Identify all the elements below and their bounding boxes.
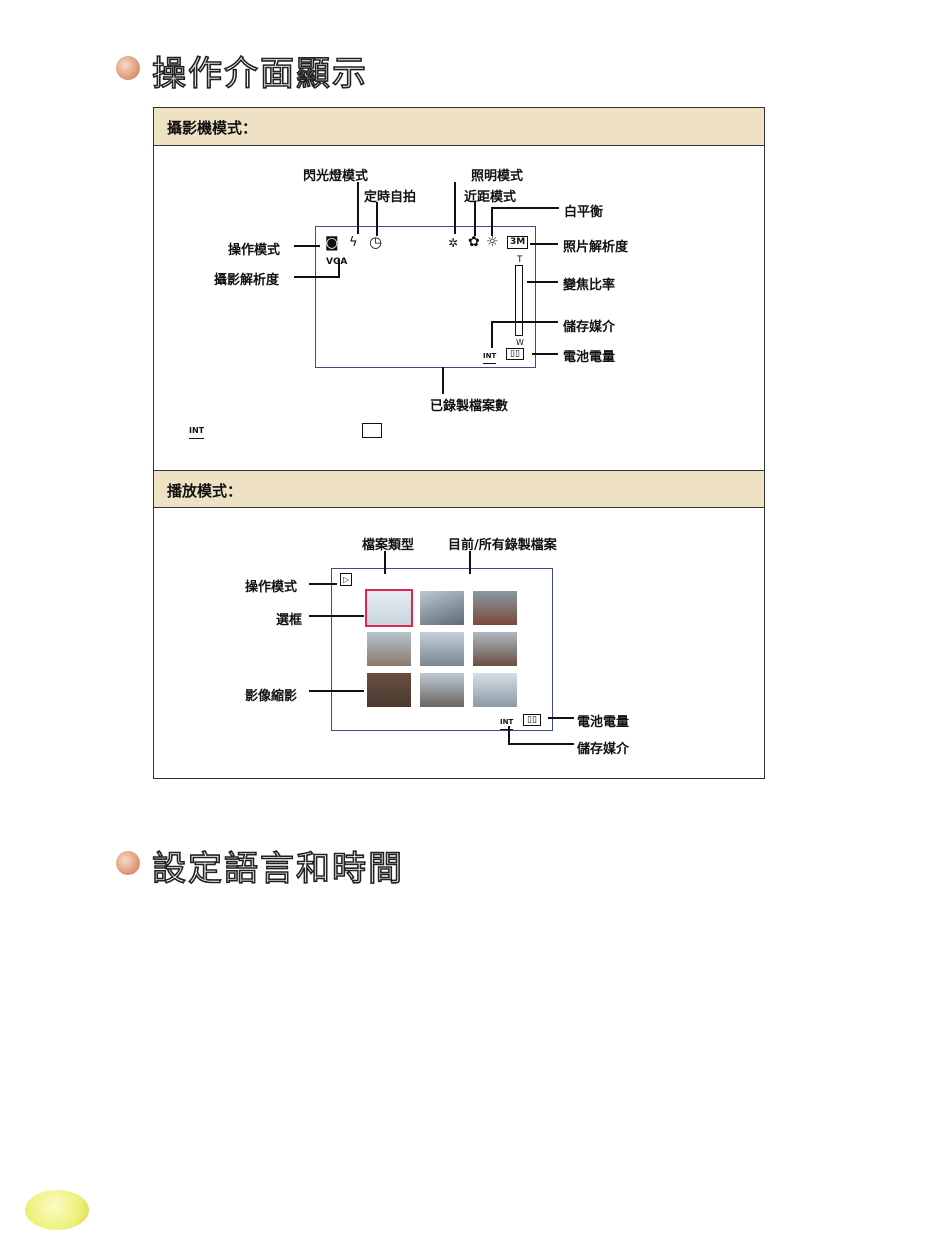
photo-resolution-badge: 3M xyxy=(507,236,528,249)
storage-badge: INT xyxy=(483,349,496,364)
interface-panel: 攝影機模式： ◙ ϟ ◷ ✲ ✿ ☼ 3M VGA T W INT ▯▯ 閃光燈… xyxy=(153,107,765,779)
section-bullet-icon xyxy=(116,56,140,80)
leader-line xyxy=(491,207,559,209)
thumbnail xyxy=(420,632,464,666)
playback-mode-icon: ▷ xyxy=(340,573,352,586)
leader-line xyxy=(309,583,337,585)
macro-mode-label: 近距模式 xyxy=(464,186,516,205)
leader-line xyxy=(474,202,476,236)
lighting-icon: ✲ xyxy=(448,236,458,250)
storage-badge: INT xyxy=(500,715,513,730)
leader-line xyxy=(508,726,510,744)
storage-media-label: 儲存媒介 xyxy=(563,316,615,335)
thumbnail xyxy=(473,591,517,625)
battery-level-label: 電池電量 xyxy=(577,711,629,730)
selection-frame-label: 選框 xyxy=(276,609,302,628)
video-resolution-label: 攝影解析度 xyxy=(214,269,279,288)
white-balance-label: 白平衡 xyxy=(564,201,603,220)
thumbnail xyxy=(420,673,464,707)
camera-mode-title: 攝影機模式： xyxy=(167,117,257,138)
battery-level-label: 電池電量 xyxy=(563,346,615,365)
flash-icon: ϟ xyxy=(349,236,358,250)
leader-line xyxy=(309,690,364,692)
thumbnail xyxy=(473,673,517,707)
recorded-files-label: 已錄製檔案數 xyxy=(430,395,508,414)
leader-line xyxy=(309,615,364,617)
leader-line xyxy=(548,717,574,719)
camera-screen: ◙ ϟ ◷ ✲ ✿ ☼ 3M VGA T W INT ▯▯ xyxy=(315,226,536,368)
thumbnail xyxy=(367,632,411,666)
section-bullet-icon xyxy=(116,851,140,875)
leader-line xyxy=(384,551,386,574)
sd-card-legend-icon xyxy=(362,423,382,438)
leader-line xyxy=(376,202,378,236)
video-resolution-badge: VGA xyxy=(326,255,347,269)
thumbnail xyxy=(420,591,464,625)
internal-memory-legend-icon: INT xyxy=(189,424,204,439)
leader-line xyxy=(491,321,558,323)
battery-icon: ▯▯ xyxy=(506,348,524,360)
camera-mode-header: 攝影機模式： xyxy=(154,108,764,146)
page-corner-decoration xyxy=(25,1190,89,1230)
macro-icon: ✿ xyxy=(468,235,480,249)
self-timer-label: 定時自拍 xyxy=(364,186,416,205)
playback-screen: ▷ INT ▯▯ xyxy=(331,568,553,731)
battery-icon: ▯▯ xyxy=(523,714,541,726)
camera-mode-icon: ◙ xyxy=(325,236,339,250)
section-title: 操作介面顯示 xyxy=(152,46,368,95)
zoom-bar xyxy=(515,265,523,336)
file-type-label: 檔案類型 xyxy=(362,534,414,553)
leader-line xyxy=(454,182,456,234)
leader-line xyxy=(357,182,359,234)
self-timer-icon: ◷ xyxy=(369,235,382,249)
leader-line xyxy=(442,367,444,394)
leader-line xyxy=(491,207,493,236)
playback-mode-header: 播放模式： xyxy=(154,470,764,508)
white-balance-icon: ☼ xyxy=(486,235,499,249)
current-total-label: 目前/所有錄製檔案 xyxy=(448,534,557,553)
leader-line xyxy=(491,321,493,348)
operation-mode-label: 操作模式 xyxy=(245,576,297,595)
leader-line xyxy=(527,281,558,283)
storage-media-label: 儲存媒介 xyxy=(577,738,629,757)
leader-line xyxy=(530,243,558,245)
playback-mode-title: 播放模式： xyxy=(167,480,242,501)
lighting-mode-label: 照明模式 xyxy=(471,165,523,184)
section-title: 設定語言和時間 xyxy=(152,841,404,890)
leader-line xyxy=(294,245,320,247)
photo-resolution-label: 照片解析度 xyxy=(563,236,628,255)
operation-mode-label: 操作模式 xyxy=(228,239,280,258)
leader-line xyxy=(338,259,340,278)
leader-line xyxy=(469,551,471,574)
leader-line xyxy=(294,276,339,278)
thumbnail xyxy=(367,673,411,707)
selection-frame xyxy=(365,589,413,627)
zoom-ratio-label: 變焦比率 xyxy=(563,274,615,293)
leader-line xyxy=(508,743,574,745)
leader-line xyxy=(532,353,558,355)
thumbnails-label: 影像縮影 xyxy=(245,685,297,704)
thumbnail xyxy=(473,632,517,666)
